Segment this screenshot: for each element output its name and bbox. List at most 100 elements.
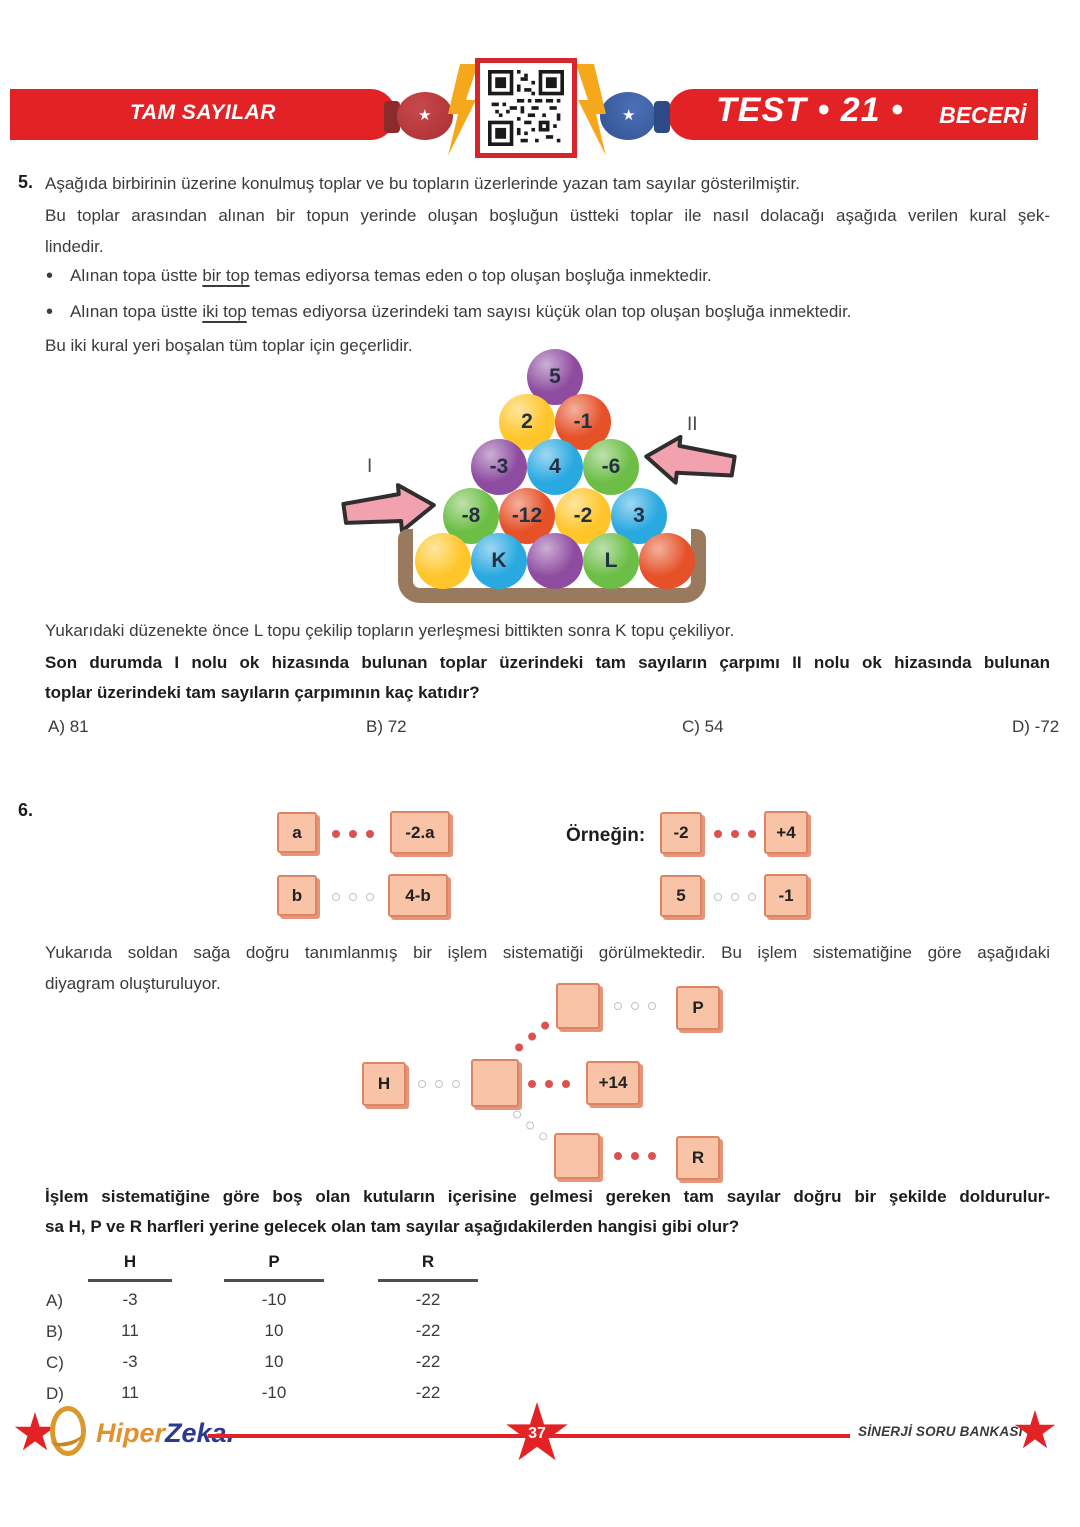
q6-option-A-value-P: -10 — [261, 1290, 287, 1309]
q5-option-D: D) -72 — [1012, 717, 1060, 736]
q6-option-A-value-R: -22 — [415, 1290, 441, 1309]
diagram-empty-box-top — [556, 983, 600, 1029]
q6-question-line1: İşlem sistematiğine göre boş olan kutula… — [45, 1187, 1050, 1206]
q5-intro: Aşağıda birbirinin üzerine konulmuş topl… — [45, 174, 800, 193]
example-input-box-2: 5 — [660, 875, 702, 917]
q5-question-line1: Son durumda I nolu ok hizasında bulunan … — [45, 653, 1050, 672]
q5-bullet-2: Alınan topa üstte iki top temas ediyorsa… — [70, 302, 852, 321]
ball-basket — [398, 529, 706, 603]
rule-input-box-1: a — [277, 812, 317, 853]
table-underline — [224, 1279, 324, 1282]
example-output-box-2: -1 — [764, 874, 808, 917]
q6-option-A: A) — [46, 1291, 63, 1310]
q6-option-D-value-H: 11 — [121, 1383, 139, 1402]
filled-dots-diagonal-up — [513, 1019, 551, 1054]
qr-frame — [475, 58, 577, 158]
open-dots — [418, 1080, 460, 1088]
q6-option-C-value-P: 10 — [264, 1352, 284, 1371]
filled-dots — [528, 1080, 570, 1088]
q6-option-B-value-R: -22 — [415, 1321, 441, 1340]
ball--6: -6 — [583, 439, 639, 495]
q5-after-note: Yukarıdaki düzenekte önce L topu çekilip… — [45, 621, 735, 640]
arrow-left-icon — [644, 434, 737, 485]
arrow-label-1: I — [367, 456, 373, 477]
diagram-r-box: R — [676, 1136, 720, 1180]
q6-description-line2: diyagram oluşturuluyor. — [45, 974, 221, 993]
diagram-p-box: P — [676, 986, 720, 1030]
q6-option-A-value-H: -3 — [122, 1290, 138, 1309]
table-header-h: H — [123, 1252, 137, 1271]
qr-code — [488, 70, 564, 146]
red-boxing-glove-icon: ★ — [384, 92, 464, 142]
q6-option-C: C) — [46, 1353, 64, 1372]
q5-body-line2: lindedir. — [45, 237, 104, 256]
underlined-phrase: iki top — [202, 302, 247, 321]
q6-option-B: B) — [46, 1322, 63, 1341]
series-brand: SİNERJİ SORU BANKASI — [858, 1424, 1023, 1439]
header-band-right: TEST • 21 • BECERİ — [668, 89, 1038, 140]
table-underline — [88, 1279, 172, 1282]
q6-option-B-value-H: 11 — [121, 1321, 139, 1340]
q5-body-line1: Bu toplar arasından alınan bir topun yer… — [45, 206, 1050, 225]
q6-option-C-value-R: -22 — [415, 1352, 441, 1371]
lightning-bolt-icon — [448, 64, 478, 156]
arrow-right-icon — [341, 483, 436, 533]
blue-boxing-glove-icon: ★ — [592, 92, 672, 142]
diagram-empty-box-center — [471, 1059, 519, 1107]
q5-number: 5. — [18, 172, 34, 192]
rule-output-box-1: -2.a — [390, 811, 450, 854]
q5-option-A: A) 81 — [48, 717, 89, 736]
underlined-phrase: bir top — [202, 266, 250, 285]
ball-unlabeled — [639, 533, 695, 589]
ball-unlabeled — [527, 533, 583, 589]
skill-badge: BECERİ — [939, 102, 1026, 128]
bullet-icon: • — [46, 265, 54, 287]
ball-4: 4 — [527, 439, 583, 495]
glove-star-icon: ★ — [418, 107, 432, 124]
lightning-bolt-icon — [576, 64, 606, 156]
open-dots — [714, 893, 756, 901]
arrow-label-2: II — [687, 414, 698, 435]
q5-option-C: C) 54 — [682, 717, 724, 736]
ball--3: -3 — [471, 439, 527, 495]
table-header-p: P — [268, 1252, 280, 1271]
q6-option-C-value-H: -3 — [122, 1352, 138, 1371]
q6-option-D-value-R: -22 — [415, 1383, 441, 1402]
q6-number: 6. — [18, 800, 34, 820]
q5-bullet-1: Alınan topa üstte bir top temas ediyorsa… — [70, 266, 712, 285]
rule-output-box-2: 4-b — [388, 874, 448, 917]
filled-dots — [714, 830, 756, 838]
q5-option-B: B) 72 — [366, 717, 407, 736]
open-dots-diagonal-down — [511, 1108, 549, 1143]
q6-option-B-value-P: 10 — [264, 1321, 284, 1340]
topic-title: TAM SAYILAR — [130, 101, 276, 124]
filled-dots — [614, 1152, 656, 1160]
glove-star-icon: ★ — [622, 107, 636, 124]
ball-unlabeled — [415, 533, 471, 589]
diagram-h-box: H — [362, 1062, 406, 1106]
table-underline — [378, 1279, 478, 1282]
ball-L: L — [583, 533, 639, 589]
diagram-plus14-box: +14 — [586, 1061, 640, 1105]
ball-K: K — [471, 533, 527, 589]
open-dots — [332, 893, 374, 901]
page-number: 37 — [528, 1425, 546, 1442]
bullet-icon: • — [46, 301, 54, 323]
q5-rules-note: Bu iki kural yeri boşalan tüm toplar içi… — [45, 336, 413, 355]
test-number-label: TEST • 21 • — [716, 91, 904, 129]
publisher-logo: HiperZeka. — [96, 1418, 235, 1448]
table-header-r: R — [421, 1252, 435, 1271]
example-output-box-1: +4 — [764, 811, 808, 854]
rule-input-box-2: b — [277, 875, 317, 916]
open-dots — [614, 1002, 656, 1010]
example-label: Örneğin: — [566, 825, 646, 846]
q6-description-line1: Yukarıda soldan sağa doğru tanımlanmış b… — [45, 943, 1050, 962]
q6-option-D-value-P: -10 — [261, 1383, 287, 1402]
q6-option-D: D) — [46, 1384, 64, 1403]
logo-ring-icon — [50, 1406, 86, 1456]
filled-dots — [332, 830, 374, 838]
q6-question-line2: sa H, P ve R harfleri yerine gelecek ola… — [45, 1217, 740, 1236]
q5-question-line2: toplar üzerindeki tam sayıların çarpımın… — [45, 683, 480, 702]
header-band-left: TAM SAYILAR — [10, 89, 396, 140]
